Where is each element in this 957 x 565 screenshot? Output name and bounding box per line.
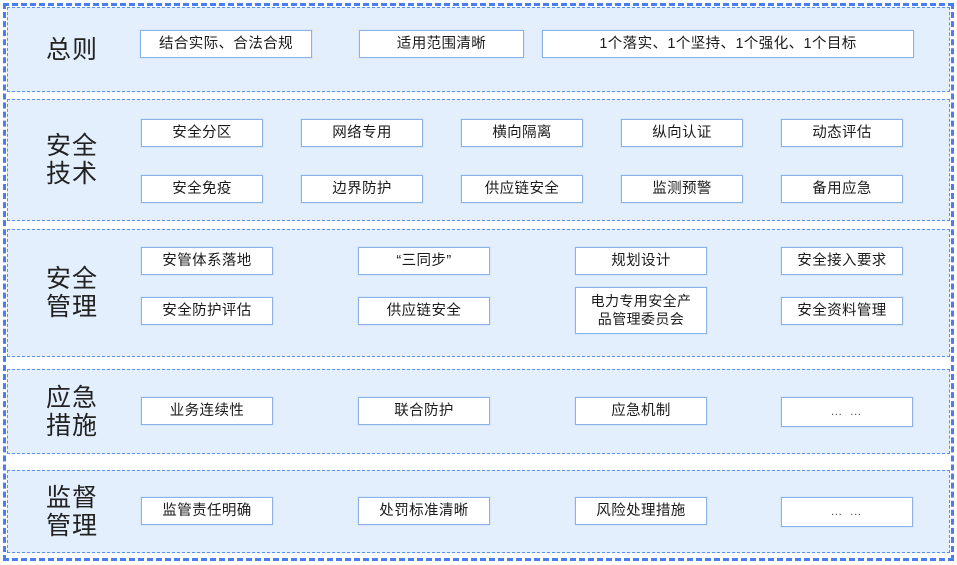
node-general-2[interactable]: 适用范围清晰 [359, 30, 524, 58]
section-label-emergency-measures: 应急 措施 [45, 383, 98, 440]
node-general-3[interactable]: 1个落实、1个坚持、1个强化、1个目标 [542, 30, 914, 58]
section-label-general-principles: 总则 [45, 35, 98, 64]
section-label-security-technology: 安全 技术 [45, 132, 98, 188]
node-mgmt-5[interactable]: 安全防护评估 [141, 297, 273, 325]
section-security-management: 安全 管理 安管体系落地 “三同步” 规划设计 安全接入要求 安全防护评估 供应… [7, 229, 950, 357]
node-tech-6[interactable]: 安全免疫 [141, 175, 263, 203]
section-emergency-measures: 应急 措施 业务连续性 联合防护 应急机制 … … [7, 369, 950, 454]
section-label-supervision-management: 监督 管理 [45, 483, 98, 540]
node-emergency-1[interactable]: 业务连续性 [141, 397, 273, 425]
node-emergency-4[interactable]: … … [781, 397, 913, 427]
node-general-1[interactable]: 结合实际、合法合规 [140, 30, 312, 58]
node-tech-9[interactable]: 监测预警 [621, 175, 743, 203]
section-body-security-technology: 安全分区 网络专用 横向隔离 纵向认证 动态评估 安全免疫 边界防护 供应链安全… [118, 100, 949, 220]
node-mgmt-8[interactable]: 安全资料管理 [781, 297, 903, 325]
node-emergency-2[interactable]: 联合防护 [358, 397, 490, 425]
section-body-security-management: 安管体系落地 “三同步” 规划设计 安全接入要求 安全防护评估 供应链安全 电力… [118, 230, 949, 356]
section-supervision-management: 监督 管理 监管责任明确 处罚标准清晰 风险处理措施 … … [7, 470, 950, 553]
node-mgmt-4[interactable]: 安全接入要求 [781, 247, 903, 275]
node-supervision-4[interactable]: … … [781, 497, 913, 527]
section-body-general-principles: 结合实际、合法合规 适用范围清晰 1个落实、1个坚持、1个强化、1个目标 [118, 8, 949, 91]
node-tech-4[interactable]: 纵向认证 [621, 119, 743, 147]
node-tech-8[interactable]: 供应链安全 [461, 175, 583, 203]
node-tech-10[interactable]: 备用应急 [781, 175, 903, 203]
node-mgmt-1[interactable]: 安管体系落地 [141, 247, 273, 275]
node-mgmt-2[interactable]: “三同步” [358, 247, 490, 275]
node-tech-5[interactable]: 动态评估 [781, 119, 903, 147]
node-mgmt-6[interactable]: 供应链安全 [358, 297, 490, 325]
node-tech-3[interactable]: 横向隔离 [461, 119, 583, 147]
node-mgmt-7[interactable]: 电力专用安全产 品管理委员会 [575, 287, 707, 334]
node-supervision-1[interactable]: 监管责任明确 [141, 497, 273, 525]
node-supervision-3[interactable]: 风险处理措施 [575, 497, 707, 525]
node-tech-7[interactable]: 边界防护 [301, 175, 423, 203]
section-label-security-management: 安全 管理 [45, 265, 98, 321]
section-general-principles: 总则 结合实际、合法合规 适用范围清晰 1个落实、1个坚持、1个强化、1个目标 [7, 7, 950, 92]
node-tech-1[interactable]: 安全分区 [141, 119, 263, 147]
node-mgmt-3[interactable]: 规划设计 [575, 247, 707, 275]
node-emergency-3[interactable]: 应急机制 [575, 397, 707, 425]
section-body-supervision-management: 监管责任明确 处罚标准清晰 风险处理措施 … … [118, 471, 949, 552]
node-tech-2[interactable]: 网络专用 [301, 119, 423, 147]
node-supervision-2[interactable]: 处罚标准清晰 [358, 497, 490, 525]
section-security-technology: 安全 技术 安全分区 网络专用 横向隔离 纵向认证 动态评估 安全免疫 边界防护… [7, 99, 950, 221]
section-body-emergency-measures: 业务连续性 联合防护 应急机制 … … [118, 370, 949, 453]
